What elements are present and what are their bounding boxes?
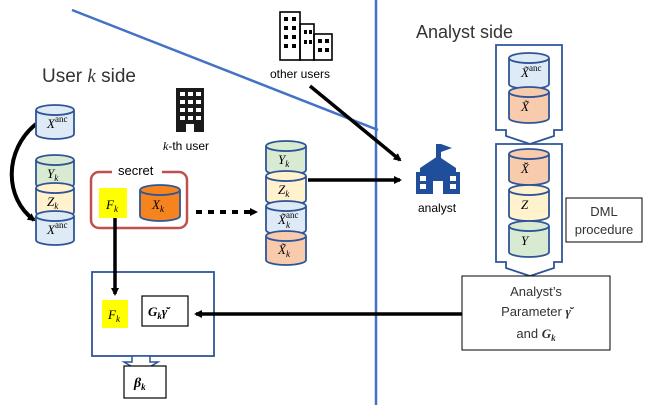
database-icon-secret-x-label: Xk xyxy=(151,197,165,214)
secret-F-label: Fk xyxy=(105,197,119,214)
database-icon-analyst-top-0: X̃anc xyxy=(508,52,550,90)
kth-user-label: k-th user xyxy=(163,139,209,153)
database-icon-secret-x: Xk xyxy=(139,184,181,222)
other-users-label: other users xyxy=(270,67,330,81)
database-icon-analyst-bottom-2-label: Y xyxy=(521,233,530,248)
database-icon-shared-3-label: X̃k xyxy=(277,242,291,259)
curved-arrow-xanc xyxy=(9,122,38,222)
database-icon-analyst-bottom-0: X̆ xyxy=(508,148,550,186)
database-icon-shared-1-label: Zk xyxy=(278,182,290,199)
analyst-label: analyst xyxy=(418,201,457,215)
result-G-label: Gkγ̆ xyxy=(148,304,171,321)
building-icon xyxy=(279,11,333,61)
analyst-frame-lower xyxy=(495,143,563,277)
database-icon-analyst-bottom-1-label: Z xyxy=(521,197,529,212)
beta-box xyxy=(123,365,167,399)
analyst-side-title: Analyst side xyxy=(416,22,513,42)
database-icon-user-0: Yk xyxy=(35,154,75,190)
database-icon-analyst-bottom-1: Z xyxy=(508,184,550,222)
database-icon-shared-3: X̃k xyxy=(265,230,307,266)
office-icon xyxy=(176,88,204,132)
user-side-title: User k side xyxy=(42,66,136,87)
analyst-frame xyxy=(495,44,563,145)
result-F-label: Fk xyxy=(107,307,121,324)
result-F-box xyxy=(102,300,128,328)
database-icon-shared-1: Zk xyxy=(265,170,307,206)
dml-line2: procedure xyxy=(575,222,634,237)
beta-label: βk xyxy=(133,376,146,392)
database-icon-analyst-top-1-label: X̃ xyxy=(520,99,530,114)
database-icon-user-0-label: Yk xyxy=(47,166,59,183)
database-icon-user-1: Zk xyxy=(35,182,75,218)
database-icon-xanc-label: Xanc xyxy=(46,114,67,131)
result-G-box xyxy=(141,295,189,327)
database-icon-user-1-label: Zk xyxy=(47,194,59,211)
database-icon-user-2-label: Xanc xyxy=(46,220,67,237)
database-icon-shared-0: Yk xyxy=(265,140,307,176)
secret-F-box xyxy=(99,188,127,218)
database-icon-user-2: Xanc xyxy=(35,210,75,246)
school-icon xyxy=(416,144,460,194)
database-icon-xanc: Xanc xyxy=(35,104,75,140)
arrow-other-users xyxy=(308,84,402,162)
database-icon-analyst-bottom-2: Y xyxy=(508,220,550,258)
parameter-line1: Analyst’s xyxy=(510,284,562,299)
parameter-line3: and Gk xyxy=(516,326,556,343)
parameter-line2: Parameter γ̆ xyxy=(501,304,575,319)
secret-label-bg xyxy=(112,162,162,178)
diagonal-divider xyxy=(71,8,379,132)
secret-label: secret xyxy=(118,163,154,178)
database-icon-analyst-top-0-label: X̃anc xyxy=(520,63,541,80)
database-icon-shared-0-label: Yk xyxy=(278,152,290,169)
database-icon-analyst-bottom-0-label: X̆ xyxy=(520,161,530,176)
dml-line1: DML xyxy=(590,204,617,219)
parameter-box xyxy=(461,275,611,351)
dml-box xyxy=(565,197,643,243)
database-icon-analyst-top-1: X̃ xyxy=(508,86,550,124)
